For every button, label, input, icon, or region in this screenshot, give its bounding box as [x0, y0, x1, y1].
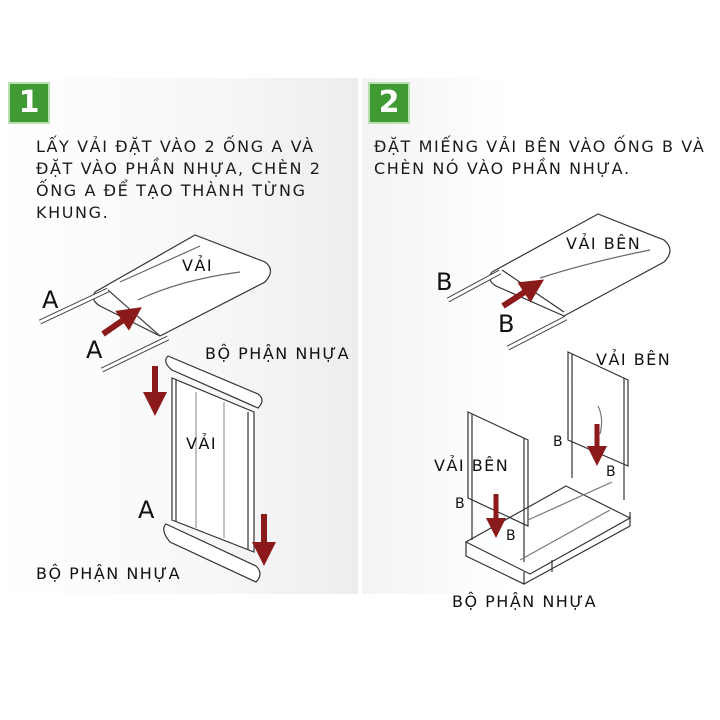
step2-label-plastic: BỘ PHẬN NHỰA — [452, 592, 598, 611]
step2-label-tube-b1: B — [436, 268, 453, 296]
step-1-instruction: LẤY VẢI ĐẶT VÀO 2 ỐNG A VÀ ĐẶT VÀO PHẦN … — [36, 137, 322, 222]
step2-label-side-fabric-left: VẢI BÊN — [434, 456, 510, 475]
step-1-badge: 1 — [8, 82, 50, 124]
step1-label-tube-a3: A — [138, 496, 155, 524]
step2-arrow-insert — [501, 279, 545, 309]
step-1-number: 1 — [18, 85, 40, 120]
step-2-instruction: ĐẶT MIẾNG VẢI BÊN VÀO ỐNG B VÀ CHÈN NÓ V… — [374, 137, 706, 178]
step2-label-tube-b-right1: B — [553, 434, 564, 450]
step-2-panel — [362, 78, 720, 594]
step2-label-tube-b2: B — [498, 310, 515, 338]
step1-label-fabric-top: VẢI — [182, 256, 214, 275]
step1-label-plastic-bottom: BỘ PHẬN NHỰA — [36, 564, 182, 583]
step2-label-tube-b-right2: B — [606, 464, 617, 480]
step1-label-tube-a1: A — [42, 286, 59, 314]
step2-label-side-fabric-top: VẢI BÊN — [566, 234, 642, 253]
step1-label-fabric-frame: VẢI — [186, 434, 218, 453]
step2-label-tube-b-left1: B — [455, 496, 466, 512]
step2-label-side-fabric-right: VẢI BÊN — [596, 350, 672, 369]
step-2-badge: 2 — [368, 82, 410, 124]
step2-frame-drawing — [464, 351, 632, 585]
step1-label-plastic-top: BỘ PHẬN NHỰA — [205, 344, 351, 363]
step-2-number: 2 — [378, 85, 400, 120]
step1-label-tube-a2: A — [86, 336, 103, 364]
step1-arrow-insert — [101, 307, 142, 337]
step1-frame-drawing — [163, 355, 263, 583]
step2-label-tube-b-left2: B — [506, 528, 517, 544]
